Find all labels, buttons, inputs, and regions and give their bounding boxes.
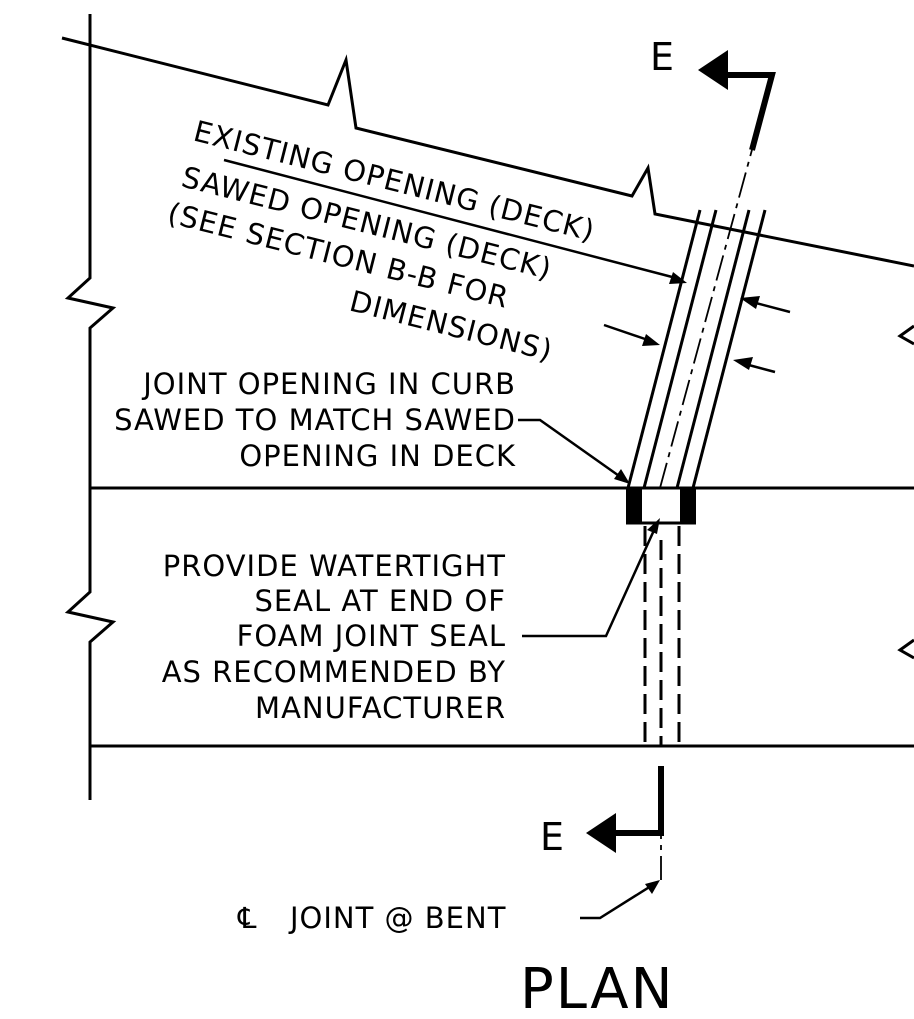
dimension-arrowhead-upper (740, 296, 760, 309)
curb-joint-label-line3: OPENING IN DECK (239, 439, 516, 473)
curb-joint-leader (518, 418, 623, 480)
sawed-opening-arrowhead (642, 334, 660, 346)
watertight-label-line1: PROVIDE WATERTIGHT (163, 549, 506, 583)
watertight-label-line4: AS RECOMMENDED BY (162, 655, 506, 689)
section-arrow-top (698, 50, 728, 90)
centerline-joint-leader (580, 884, 652, 920)
watertight-arrowhead (647, 518, 660, 534)
left-edge-line (64, 14, 117, 800)
curb-joint-label-line1: JOINT OPENING IN CURB (141, 367, 516, 401)
curb-joint-label-line2: SAWED TO MATCH SAWED (114, 403, 516, 437)
section-cut-line-bottom (612, 766, 664, 836)
dimension-arrowhead-lower (733, 357, 753, 370)
joint-seal-block-left (626, 488, 642, 524)
section-mark-top: E (650, 35, 674, 79)
deck-edge-line (61, 36, 914, 268)
joint-centerline-skew (659, 134, 757, 489)
right-edge-arrow-lower (897, 638, 914, 660)
section-mark-bottom: E (540, 815, 564, 859)
section-arrow-bottom (586, 813, 616, 853)
watertight-label-line2: SEAL AT END OF (254, 584, 506, 618)
existing-opening-leader (223, 158, 677, 280)
sawed-opening-leader (603, 323, 649, 342)
centerline-label: JOINT @ BENT (288, 901, 506, 935)
watertight-label-line5: MANUFACTURER (255, 691, 506, 725)
drawing-title: PLAN (520, 957, 674, 1019)
watertight-label-line3: FOAM JOINT SEAL (237, 619, 506, 653)
centerline-joint-arrowhead (645, 880, 660, 894)
joint-line-1 (626, 209, 702, 489)
centerline-symbol: ℄ (237, 901, 258, 935)
right-edge-arrow-upper (897, 324, 914, 346)
curb-joint-arrowhead (614, 469, 630, 484)
joint-line-4 (691, 209, 767, 489)
joint-seal-block-right (680, 488, 696, 524)
dimension-arrow-upper (751, 300, 791, 314)
joint-line-2 (642, 209, 718, 489)
section-cut-line-top (722, 72, 776, 151)
watertight-leader (522, 527, 657, 638)
joint-line-3 (675, 209, 751, 489)
